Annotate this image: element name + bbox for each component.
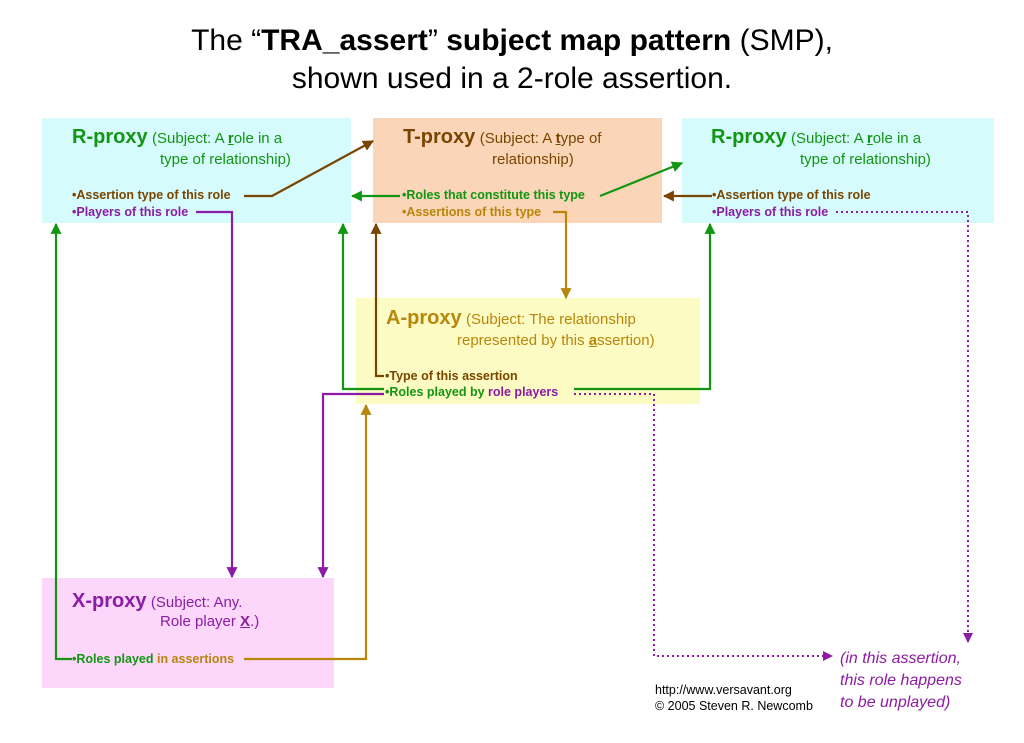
r-proxy-left-subject-1: (Subject: A role in a [152,130,282,147]
r-proxy-right-item-players: •Players of this role [712,205,829,219]
t-proxy-subject-1: (Subject: A type of [480,130,602,147]
arrow-players-to-xproxy [196,210,238,579]
x-proxy-sub2-u: X [240,613,251,630]
t-proxy-box [373,118,662,223]
credit-url: http://www.versavant.org [655,683,792,697]
title-post: (SMP), [731,24,833,57]
x-proxy-sub2-post: .) [250,613,260,630]
x-proxy-item1-post: in assertions [156,652,235,666]
a-proxy-subject-1: (Subject: The relationship [466,311,636,328]
title-mid: ” [427,24,447,57]
r-proxy-left-title: R-proxy (Subject: A role in a [72,126,282,149]
r-proxy-left-sub1-post: ole in a [233,130,283,147]
a-proxy-item2-pre: •Roles played by [385,385,489,399]
arrow-roles-played-to-left-rproxy [337,222,384,391]
note-line-1: (in this assertion, [840,650,961,667]
r-proxy-left-item-players: •Players of this role [72,205,189,219]
x-proxy-heading: X-proxy [72,590,147,612]
a-proxy-item-type: •Type of this assertion [385,369,518,383]
a-proxy-title: A-proxy (Subject: The relationship [386,307,636,330]
arrow-type-of-assertion-to-tproxy [370,222,384,378]
arrow-assertion-type-left-to-tproxy [244,140,374,198]
x-proxy-item-roles-played: •Roles played in assertions [72,652,234,666]
x-proxy-item1-pre: •Roles played [72,652,157,666]
arrow-roles-to-right-rproxy [599,161,684,198]
t-proxy-item-roles: •Roles that constitute this type [402,188,585,202]
r-proxy-right-heading: R-proxy [711,126,787,148]
r-proxy-left-box [42,118,351,223]
r-proxy-right-box [682,118,994,223]
r-proxy-right-subject-2: type of relationship) [800,151,931,168]
t-proxy-sub1-post: ype of [560,130,602,147]
r-proxy-left-subject-2: type of relationship) [160,151,291,168]
x-proxy-title: X-proxy (Subject: Any. [72,590,242,613]
r-proxy-right-title: R-proxy (Subject: A role in a [711,126,921,149]
t-proxy-title: T-proxy (Subject: A type of [403,126,601,149]
t-proxy-item-assertions: •Assertions of this type [402,205,542,219]
unplayed-role-note: (in this assertion, this role happens to… [840,648,962,714]
a-proxy-sub2-pre: represented by this [457,332,589,349]
x-proxy-subject-2: Role player X.) [160,613,259,630]
t-proxy-sub1-pre: (Subject: A [479,130,556,147]
r-proxy-left-sub1-u: r [227,130,234,147]
arrow-assertions-of-type-to-aproxy [553,210,572,300]
a-proxy-sub2-u: a [588,332,598,349]
credit-copyright: © 2005 Steven R. Newcomb [655,699,813,713]
title-pre: The “ [191,24,262,57]
t-proxy-heading: T-proxy [403,126,476,148]
r-proxy-right-item-assertion-type: •Assertion type of this role [712,188,871,202]
x-proxy-subject-1: (Subject: Any. [150,594,243,611]
a-proxy-sub2-post: ssertion) [597,332,655,349]
title-bold-tra-assert: TRA_assert [261,24,428,57]
dotted-arrow-unplayed-role [574,393,833,661]
a-proxy-subject-2: represented by this assertion) [457,332,655,349]
diagram-title-line2: shown used in a 2-role assertion. [291,62,733,95]
dotted-arrow-unplayed-players [836,211,973,643]
x-proxy-sub2-pre: Role player [160,613,241,630]
arrow-roles-played-to-right-rproxy [574,222,716,391]
credit: http://www.versavant.org © 2005 Steven R… [655,682,813,714]
a-proxy-item-roles-played: •Roles played by role players [385,385,558,399]
r-proxy-right-sub1-post: ole in a [872,130,922,147]
arrow-xproxy-assertions-to-aproxy [244,403,372,661]
a-proxy-heading: A-proxy [386,307,462,329]
r-proxy-right-subject-1: (Subject: A role in a [791,130,921,147]
a-proxy-box [356,298,700,404]
arrow-xproxy-roles-to-left-rproxy [50,222,72,661]
r-proxy-right-sub1-pre: (Subject: A [791,130,867,147]
r-proxy-left-sub1-pre: (Subject: A [152,130,228,147]
diagram-title-line1: The “TRA_assert” subject map pattern (SM… [0,22,1024,60]
r-proxy-left-item-assertion-type: •Assertion type of this role [72,188,231,202]
x-proxy-box [42,578,334,688]
r-proxy-left-heading: R-proxy [72,126,148,148]
a-proxy-item2-post: role players [488,385,559,399]
r-proxy-right-sub1-u: r [866,130,873,147]
note-line-3: to be unplayed) [840,694,951,711]
t-proxy-subject-2: relationship) [492,151,574,168]
arrow-role-players-to-xproxy [317,392,384,579]
title-bold-smp: subject map pattern [446,24,732,57]
t-proxy-sub1-u: t [555,130,561,147]
note-line-2: this role happens [840,672,962,689]
